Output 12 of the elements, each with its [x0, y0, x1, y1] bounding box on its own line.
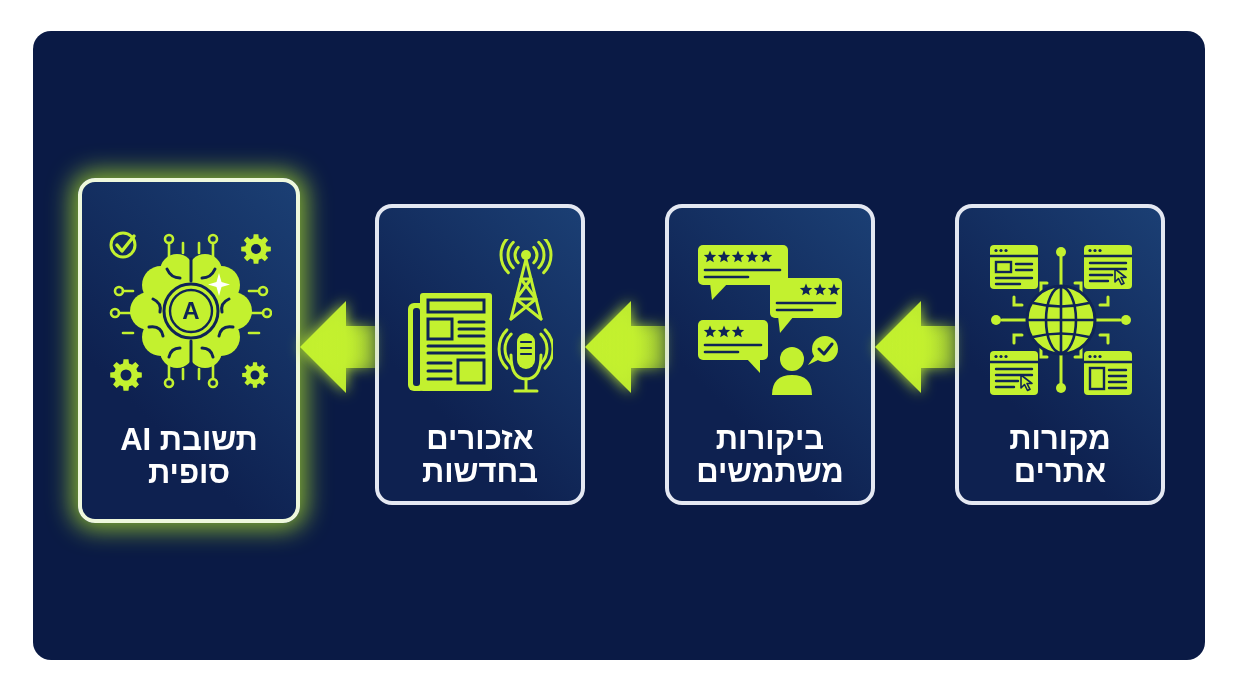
arrow — [585, 301, 665, 393]
step-card — [665, 204, 875, 505]
card-title: תשובת AI סופית — [119, 423, 259, 489]
icon-letter: A — [181, 297, 201, 325]
arrow — [875, 301, 955, 393]
card-title: מקורות אתרים — [1008, 422, 1112, 488]
card-title: ביקורות משתמשים — [695, 422, 845, 488]
arrow — [300, 301, 375, 393]
step-card — [955, 204, 1165, 505]
card-title: אזכורים בחדשות — [420, 422, 540, 488]
step-card — [78, 178, 300, 523]
step-card — [375, 204, 585, 505]
